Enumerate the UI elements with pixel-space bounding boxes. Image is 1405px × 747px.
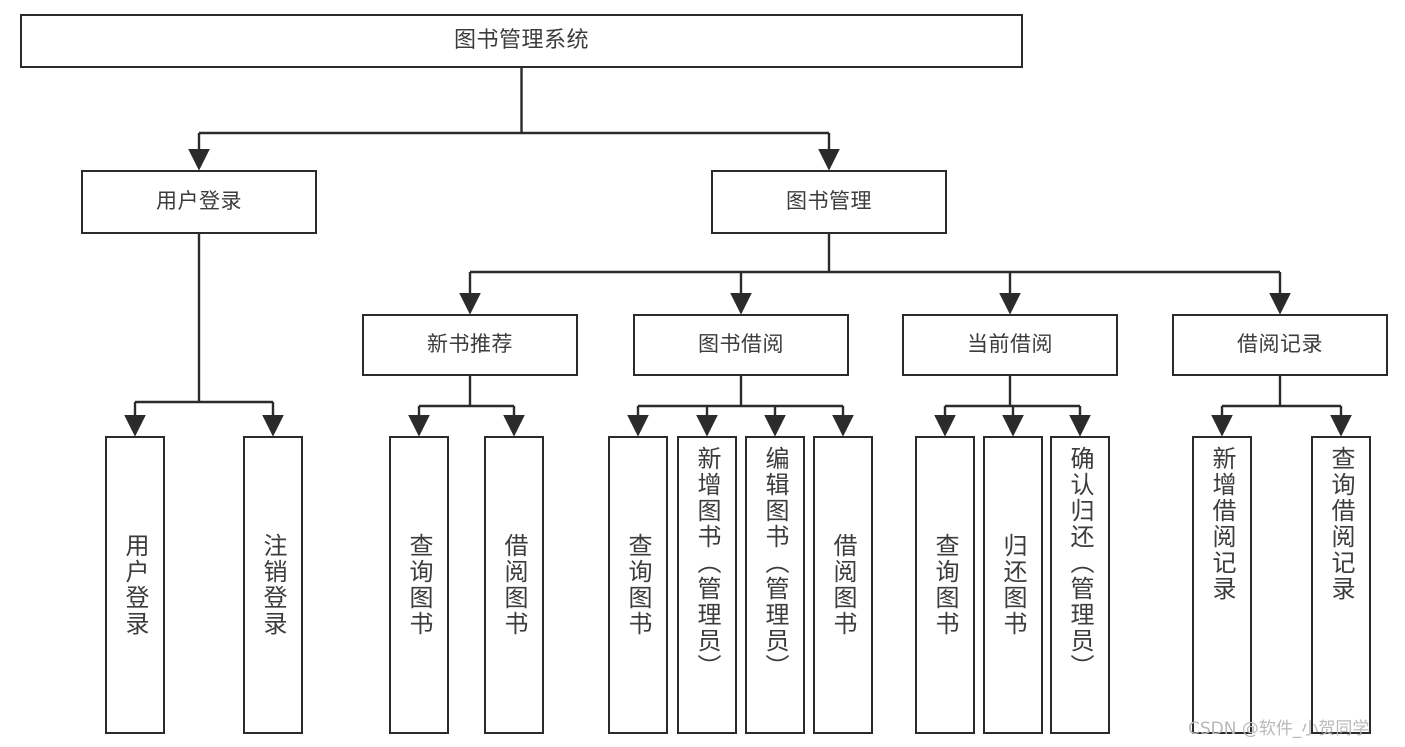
node-label: 图书借阅 [698,332,784,357]
node-l_cur_ret[interactable]: 归还图书 [983,436,1043,734]
node-l_bw_query[interactable]: 查询图书 [608,436,668,734]
node-bookmgmt[interactable]: 图书管理 [711,170,947,234]
node-login[interactable]: 用户登录 [81,170,317,234]
node-label: 查询图书 [405,533,433,637]
node-label: 图书管理系统 [453,27,589,53]
node-label: 注销登录 [259,533,287,637]
node-label: 新增借阅记录 [1208,446,1236,602]
node-l_bw_edit[interactable]: 编辑图书（管理员） [745,436,805,734]
node-label: 归还图书 [999,533,1027,637]
node-label: 查询借阅记录 [1327,446,1355,602]
node-label: 查询图书 [931,533,959,637]
node-label: 借阅记录 [1237,332,1323,357]
node-label: 编辑图书（管理员） [761,446,789,680]
node-l_cur_conf[interactable]: 确认归还（管理员） [1050,436,1110,734]
node-label: 图书管理 [786,189,872,214]
node-label: 借阅图书 [829,533,857,637]
node-l_bw_add[interactable]: 新增图书（管理员） [677,436,737,734]
node-l_rec_query[interactable]: 查询借阅记录 [1311,436,1371,734]
node-label: 新增图书（管理员） [693,446,721,680]
connector-lines [124,68,1352,437]
node-label: 确认归还（管理员） [1066,446,1094,680]
node-borrow[interactable]: 图书借阅 [633,314,849,376]
node-label: 新书推荐 [427,332,513,357]
node-label: 借阅图书 [500,533,528,637]
node-l_logout[interactable]: 注销登录 [243,436,303,734]
watermark-text: CSDN @软件_小贺同学 [1188,719,1370,739]
node-newbook[interactable]: 新书推荐 [362,314,578,376]
node-current[interactable]: 当前借阅 [902,314,1118,376]
node-root[interactable]: 图书管理系统 [20,14,1023,68]
node-l_cur_query[interactable]: 查询图书 [915,436,975,734]
node-records[interactable]: 借阅记录 [1172,314,1388,376]
node-label: 用户登录 [156,189,242,214]
node-label: 查询图书 [624,533,652,637]
node-label: 当前借阅 [967,332,1053,357]
node-l_rec_add[interactable]: 新增借阅记录 [1192,436,1252,734]
node-l_nb_query[interactable]: 查询图书 [389,436,449,734]
node-l_userlogin[interactable]: 用户登录 [105,436,165,734]
node-l_bw_borrow[interactable]: 借阅图书 [813,436,873,734]
node-label: 用户登录 [121,533,149,637]
node-l_nb_borrow[interactable]: 借阅图书 [484,436,544,734]
